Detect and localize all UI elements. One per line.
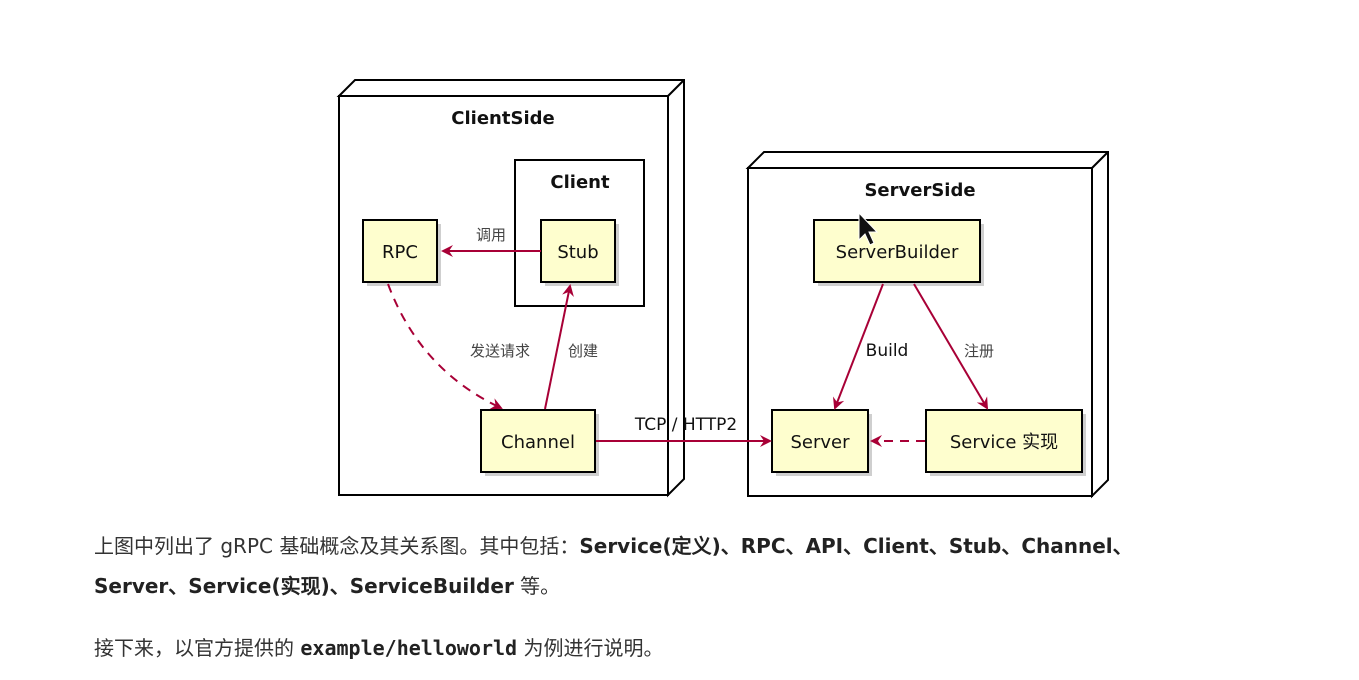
stub-component: Stub	[540, 219, 619, 286]
example-paragraph: 接下来，以官方提供的 example/helloworld 为例进行说明。	[94, 628, 663, 668]
edge-create: 创建	[544, 284, 598, 410]
edge-build-label: Build	[866, 341, 909, 361]
edge-send-request: 发送请求	[387, 283, 530, 410]
server-builder-component: ServerBuilder	[813, 219, 984, 286]
example-suffix: 为例进行说明。	[517, 636, 664, 660]
client-title: Client	[550, 172, 610, 193]
concept-list-part-2: Server、Service(实现)、ServiceBuilder	[94, 574, 514, 598]
channel-label: Channel	[501, 432, 575, 453]
service-impl-label: Service 实现	[950, 432, 1058, 453]
server-builder-label: ServerBuilder	[836, 242, 959, 263]
edge-invoke: 调用	[441, 226, 541, 257]
server-label: Server	[790, 432, 850, 453]
edge-invoke-label: 调用	[476, 226, 506, 244]
server-component: Server	[771, 409, 872, 476]
server-side-title: ServerSide	[864, 180, 975, 201]
mouse-cursor-icon	[858, 211, 879, 246]
edge-register: 注册	[913, 283, 994, 410]
rpc-label: RPC	[382, 242, 418, 263]
description-prefix: 上图中列出了 gRPC 基础概念及其关系图。其中包括：	[94, 534, 580, 558]
edge-register-label: 注册	[964, 342, 994, 360]
edge-create-label: 创建	[568, 342, 598, 360]
service-impl-component: Service 实现	[925, 409, 1086, 476]
description-line-1: 上图中列出了 gRPC 基础概念及其关系图。其中包括：Service(定义)、R…	[94, 526, 1133, 566]
example-path-code: example/helloworld	[300, 636, 518, 660]
example-prefix: 接下来，以官方提供的	[94, 636, 301, 660]
client-side-title: ClientSide	[451, 108, 554, 129]
rpc-component: RPC	[362, 219, 441, 286]
description-paragraph: 上图中列出了 gRPC 基础概念及其关系图。其中包括：Service(定义)、R…	[94, 526, 1133, 606]
edge-send-request-label: 发送请求	[470, 342, 530, 360]
description-line-2: Server、Service(实现)、ServiceBuilder 等。	[94, 566, 1133, 606]
edge-tcp-http2: TCP / HTTP2	[596, 415, 772, 447]
edge-tcp-http2-label: TCP / HTTP2	[634, 415, 737, 435]
stub-label: Stub	[557, 242, 598, 263]
channel-component: Channel	[480, 409, 599, 476]
grpc-concept-diagram: ClientSide Client ServerSide RPC Stub Ch…	[336, 79, 1109, 499]
edge-build: Build	[833, 283, 909, 410]
concept-list-part-1: Service(定义)、RPC、API、Client、Stub、Channel、	[579, 534, 1133, 558]
description-suffix: 等。	[513, 574, 561, 598]
